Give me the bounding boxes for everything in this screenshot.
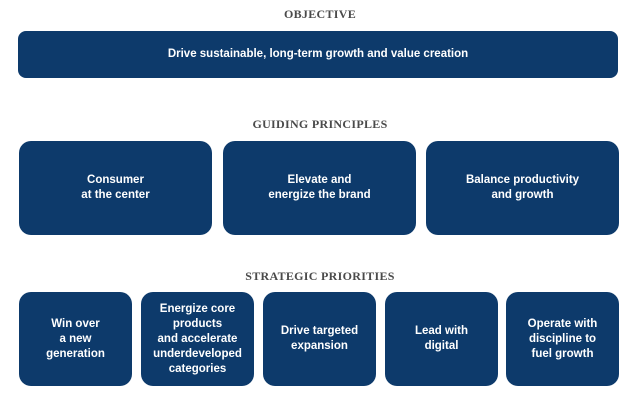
- principle-productivity-box: Balance productivity and growth: [426, 141, 619, 235]
- priority-core-products-box: Energize core products and accelerate un…: [141, 292, 254, 386]
- principle-label: Consumer at the center: [81, 174, 150, 201]
- guiding-principles-title: GUIDING PRINCIPLES: [252, 117, 388, 131]
- principle-consumer-box: Consumer at the center: [19, 141, 212, 235]
- priority-generation-box: Win over a new generation: [19, 292, 132, 386]
- objective-text: Drive sustainable, long-term growth and …: [167, 48, 469, 60]
- priority-label: Win over a new generation: [46, 317, 105, 360]
- priority-expansion-box: Drive targeted expansion: [263, 292, 376, 386]
- priority-label: Lead with digital: [414, 325, 469, 352]
- principle-label: Elevate and energize the brand: [268, 174, 371, 201]
- strategic-priorities-title: STRATEGIC PRIORITIES: [245, 269, 395, 283]
- priority-label: Energize core products and accelerate un…: [153, 302, 242, 375]
- principle-label: Balance productivity and growth: [465, 174, 580, 201]
- priority-digital-box: Lead with digital: [385, 292, 498, 386]
- priority-label: Operate with discipline to fuel growth: [527, 317, 598, 360]
- priority-discipline-box: Operate with discipline to fuel growth: [506, 292, 619, 386]
- objective-box: Drive sustainable, long-term growth and …: [18, 31, 618, 78]
- priority-label: Drive targeted expansion: [280, 325, 359, 352]
- principle-brand-box: Elevate and energize the brand: [223, 141, 416, 235]
- objective-title: OBJECTIVE: [283, 7, 357, 21]
